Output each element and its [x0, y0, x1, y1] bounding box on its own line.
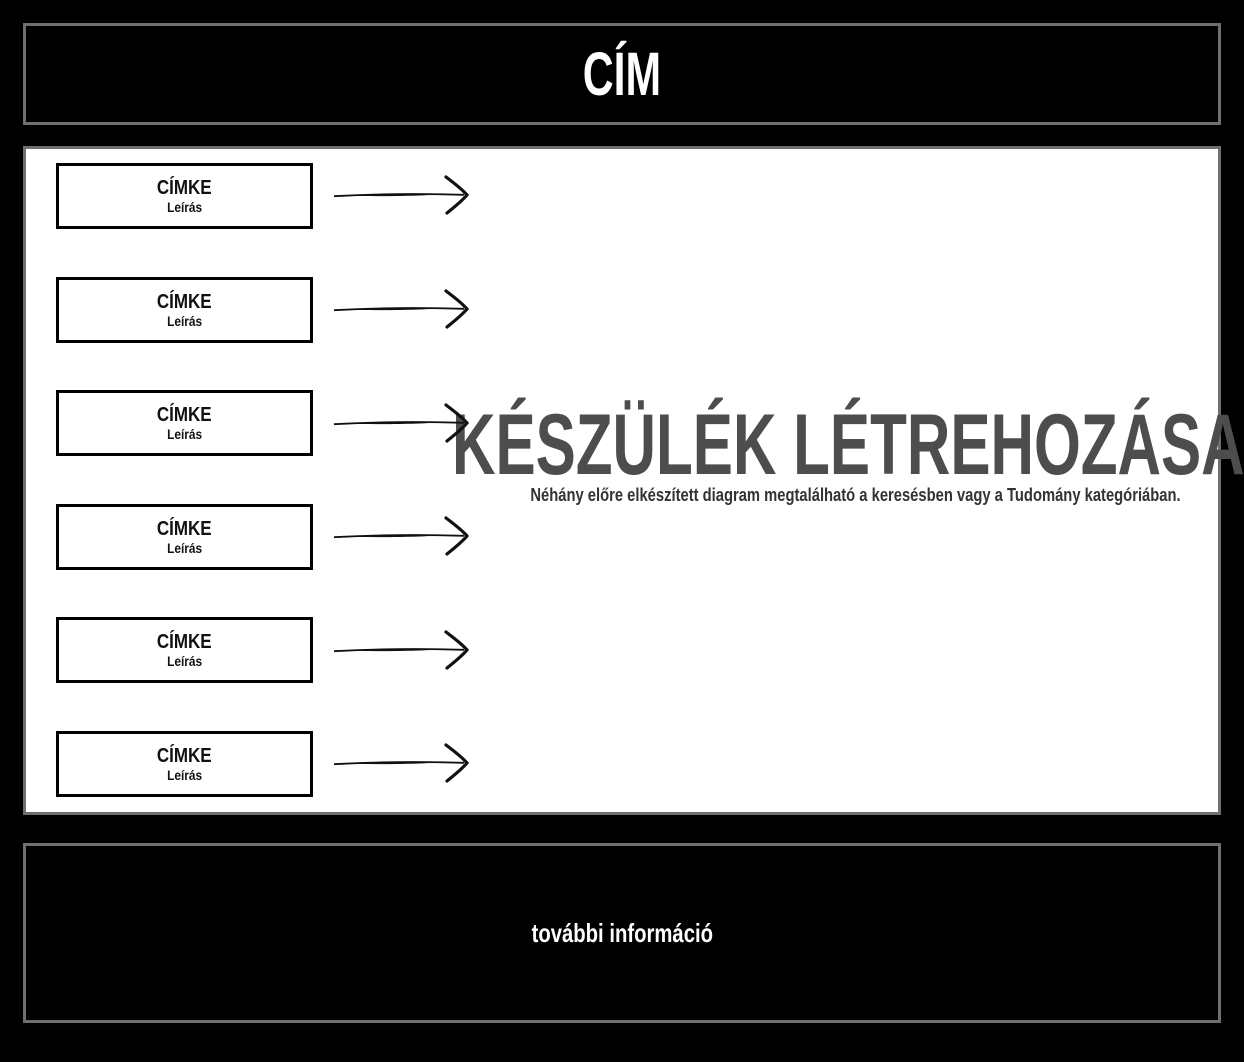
label-box-5: CÍMKE Leírás [56, 617, 313, 683]
label-text: CÍMKE [157, 176, 212, 199]
label-text: CÍMKE [157, 517, 212, 540]
label-text: CÍMKE [157, 630, 212, 653]
label-box-3: CÍMKE Leírás [56, 390, 313, 456]
footer-label: további információ [531, 918, 713, 948]
label-text: CÍMKE [157, 744, 212, 767]
arrow-right-icon [333, 516, 469, 556]
watermark-subheading: Néhány előre elkészített diagram megtalá… [529, 485, 1181, 505]
arrow-right-icon [333, 630, 469, 670]
description-text: Leírás [166, 312, 203, 329]
label-text: CÍMKE [157, 290, 212, 313]
footer-band: további információ [23, 843, 1221, 1023]
page-title: CÍM [582, 39, 662, 108]
header-band: CÍM [23, 23, 1221, 125]
label-text: CÍMKE [157, 403, 212, 426]
label-box-2: CÍMKE Leírás [56, 277, 313, 343]
description-text: Leírás [166, 652, 203, 669]
label-box-4: CÍMKE Leírás [56, 504, 313, 570]
arrow-right-icon [333, 175, 469, 215]
arrow-right-icon [333, 403, 469, 443]
label-box-6: CÍMKE Leírás [56, 731, 313, 797]
label-box-1: CÍMKE Leírás [56, 163, 313, 229]
description-text: Leírás [166, 425, 203, 442]
description-text: Leírás [166, 766, 203, 783]
description-text: Leírás [166, 198, 203, 215]
watermark-heading: KÉSZÜLÉK LÉTREHOZÁSA [452, 397, 1244, 493]
description-text: Leírás [166, 539, 203, 556]
arrow-right-icon [333, 289, 469, 329]
arrow-right-icon [333, 743, 469, 783]
diagram-panel [23, 146, 1221, 815]
